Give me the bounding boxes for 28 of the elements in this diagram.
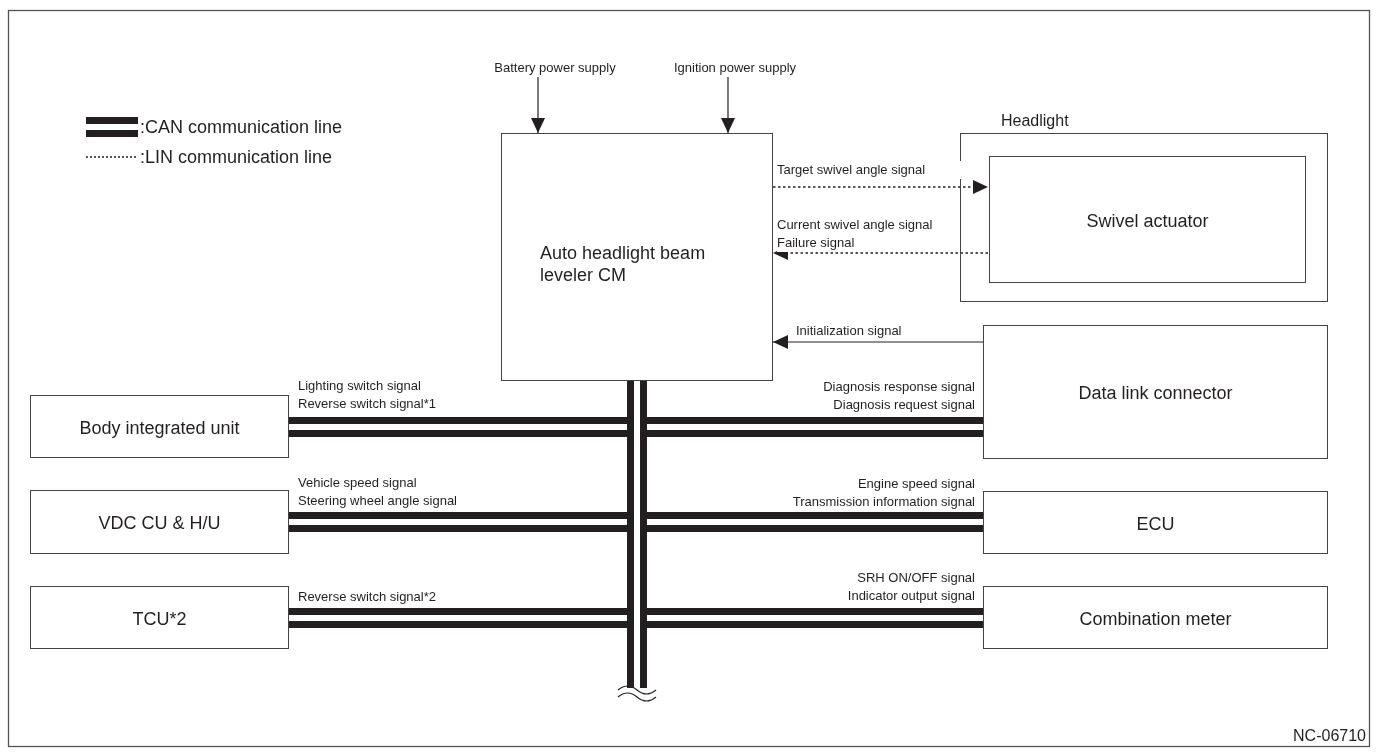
- module-name: Auto headlight beam leveler CM: [540, 242, 707, 286]
- control-module-box: [501, 133, 773, 381]
- module-name: ECU: [1135, 512, 1176, 535]
- module-box: [983, 491, 1328, 554]
- signal-label: Target swivel angle signal: [777, 161, 962, 179]
- legend-text: :CAN communication line: [140, 116, 343, 138]
- module-name: TCU*2: [131, 607, 188, 630]
- power-supply-label: Ignition power supply: [655, 59, 815, 77]
- signal-arrow: [772, 335, 984, 349]
- signal-arrow: [531, 76, 545, 134]
- lin-signal-arrow: [772, 180, 989, 194]
- module-name: Data link connector: [1077, 382, 1234, 404]
- assembly-heading: Headlight: [1001, 111, 1069, 131]
- legend-text: :LIN communication line: [140, 146, 333, 168]
- module-name: Swivel actuator: [1085, 209, 1210, 232]
- module-name: Body integrated unit: [78, 416, 241, 439]
- module-box: [989, 156, 1306, 283]
- power-supply-label: Battery power supply: [470, 59, 640, 77]
- module-box: [30, 490, 289, 554]
- module-box: [983, 586, 1328, 649]
- module-name: VDC CU & H/U: [97, 512, 222, 534]
- figure-number: NC-06710: [1292, 726, 1366, 746]
- module-box: [30, 586, 289, 649]
- signal-arrow: [721, 76, 735, 134]
- module-box: [30, 395, 289, 458]
- module-box: [983, 325, 1328, 459]
- can-bus-bar: [627, 398, 647, 688]
- module-name: Combination meter: [1078, 607, 1233, 630]
